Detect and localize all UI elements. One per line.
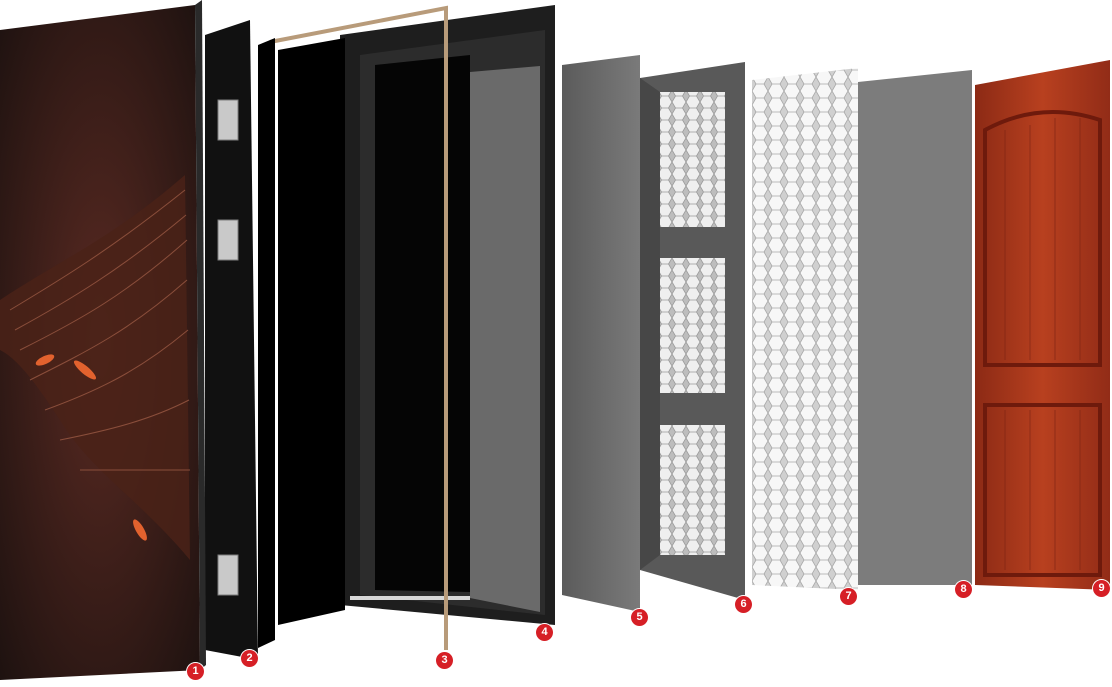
badge-2: 2: [241, 650, 258, 667]
layer-8-back-sheet: [858, 70, 972, 585]
layer-1-embossed-panel: [0, 0, 206, 680]
layer-9-wood-panel: [975, 60, 1110, 590]
badge-5: 5: [631, 609, 648, 626]
badge-8: 8: [955, 581, 972, 598]
badge-3: 3: [436, 652, 453, 669]
badge-9: 9: [1093, 580, 1110, 597]
badge-7: 7: [840, 588, 857, 605]
layer-7-honeycomb-core: [752, 68, 858, 590]
badge-4: 4: [536, 624, 553, 641]
badge-6: 6: [735, 596, 752, 613]
layer-5-steel-sheet: [562, 55, 640, 612]
badge-1: 1: [187, 663, 204, 680]
layer-6-reinforcement-frame: [640, 62, 745, 600]
layer-2-hinged-frame: [205, 20, 345, 660]
